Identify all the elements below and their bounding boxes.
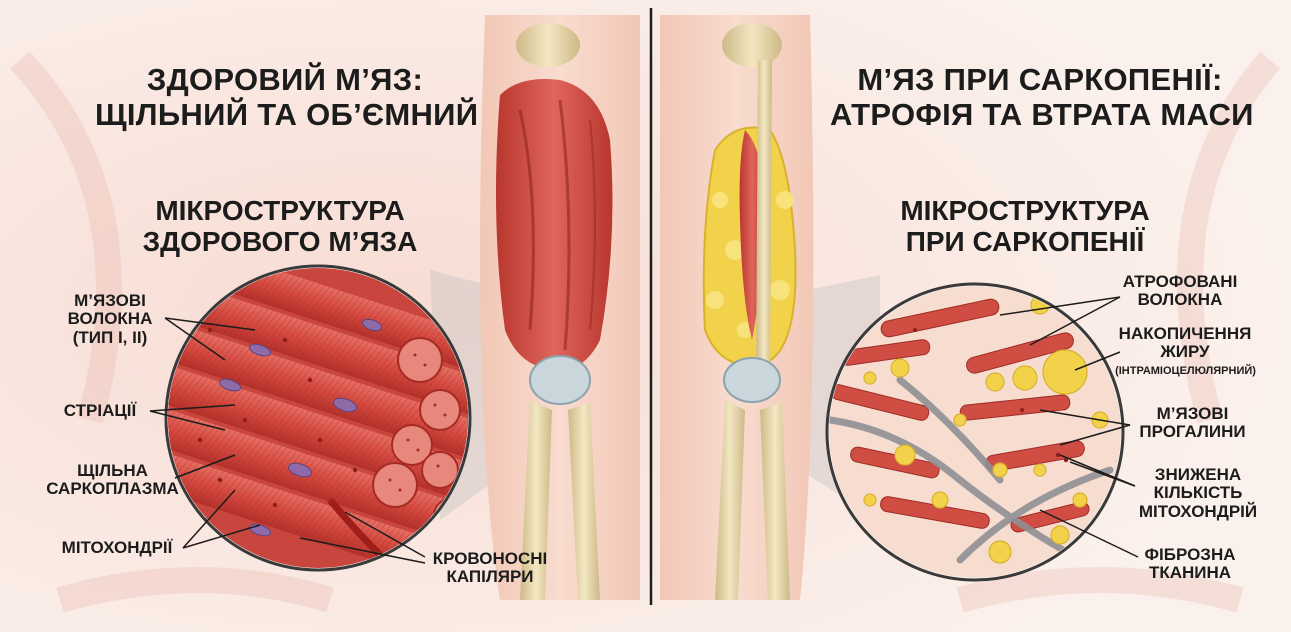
left-title-line1: ЗДОРОВИЙ М’ЯЗ: — [95, 62, 475, 97]
left-subtitle: МІКРОСТРУКТУРА ЗДОРОВОГО М’ЯЗА — [130, 195, 430, 258]
label-fibrous-tissue: ФІБРОЗНА ТКАНИНА — [1130, 546, 1250, 583]
right-subtitle: МІКРОСТРУКТУРА ПРИ САРКОПЕНІЇ — [875, 195, 1175, 258]
label-sarcoplasm-line1: ЩІЛЬНА — [45, 462, 180, 480]
right-title-line2: АТРОФІЯ ТА ВТРАТА МАСИ — [830, 97, 1250, 132]
left-subtitle-line1: МІКРОСТРУКТУРА — [130, 195, 430, 226]
label-muscle-gaps: М’ЯЗОВІ ПРОГАЛИНИ — [1130, 405, 1255, 442]
label-dense-sarcoplasm: ЩІЛЬНА САРКОПЛАЗМА — [45, 462, 180, 499]
label-atrophied-fibers: АТРОФОВАНІ ВОЛОКНА — [1110, 273, 1250, 310]
label-fat-intramyocellular: (ІНТРАМІОЦЕЛЮЛЯРНИЙ) — [1108, 366, 1263, 378]
label-fat-line2: ЖИРУ — [1110, 343, 1260, 361]
left-title-line2: ЩІЛЬНИЙ ТА ОБ’ЄМНИЙ — [95, 97, 475, 132]
label-mitochondria-text: МІТОХОНДРІЇ — [52, 539, 182, 557]
left-title: ЗДОРОВИЙ М’ЯЗ: ЩІЛЬНИЙ ТА ОБ’ЄМНИЙ — [95, 62, 475, 133]
sarcopenic-leg — [660, 15, 813, 600]
label-gaps-line1: М’ЯЗОВІ — [1130, 405, 1255, 423]
label-fibrous-line1: ФІБРОЗНА — [1130, 546, 1250, 564]
left-subtitle-line2: ЗДОРОВОГО М’ЯЗА — [130, 226, 430, 257]
label-muscle-fibers-line3: (ТИП І, ІІ) — [55, 329, 165, 347]
label-capillaries-line2: КАПІЛЯРИ — [425, 568, 555, 586]
label-muscle-fibers: М’ЯЗОВІ ВОЛОКНА (ТИП І, ІІ) — [55, 292, 165, 347]
label-muscle-fibers-line2: ВОЛОКНА — [55, 310, 165, 328]
right-title: М’ЯЗ ПРИ САРКОПЕНІЇ: АТРОФІЯ ТА ВТРАТА М… — [830, 62, 1250, 133]
label-capillaries: КРОВОНОСНІ КАПІЛЯРИ — [425, 550, 555, 587]
label-fat-line1: НАКОПИЧЕННЯ — [1110, 325, 1260, 343]
right-subtitle-line1: МІКРОСТРУКТУРА — [875, 195, 1175, 226]
label-fibrous-line2: ТКАНИНА — [1130, 564, 1250, 582]
label-gaps-line2: ПРОГАЛИНИ — [1130, 423, 1255, 441]
label-capillaries-line1: КРОВОНОСНІ — [425, 550, 555, 568]
label-striations-text: СТРІАЦІЇ — [45, 402, 155, 420]
label-sarcoplasm-line2: САРКОПЛАЗМА — [45, 480, 180, 498]
label-reduced-line3: МІТОХОНДРІЙ — [1128, 503, 1268, 521]
label-muscle-fibers-line1: М’ЯЗОВІ — [55, 292, 165, 310]
label-atrophied-line1: АТРОФОВАНІ — [1110, 273, 1250, 291]
right-title-line1: М’ЯЗ ПРИ САРКОПЕНІЇ: — [830, 62, 1250, 97]
right-subtitle-line2: ПРИ САРКОПЕНІЇ — [875, 226, 1175, 257]
healthy-leg — [480, 15, 640, 600]
label-fat-line3: (ІНТРАМІОЦЕЛЮЛЯРНИЙ) — [1108, 366, 1263, 378]
label-reduced-mitochondria: ЗНИЖЕНА КІЛЬКІСТЬ МІТОХОНДРІЙ — [1128, 466, 1268, 521]
label-reduced-line2: КІЛЬКІСТЬ — [1128, 484, 1268, 502]
label-reduced-line1: ЗНИЖЕНА — [1128, 466, 1268, 484]
label-striations: СТРІАЦІЇ — [45, 402, 155, 420]
label-fat-accumulation: НАКОПИЧЕННЯ ЖИРУ — [1110, 325, 1260, 362]
label-atrophied-line2: ВОЛОКНА — [1110, 291, 1250, 309]
label-mitochondria: МІТОХОНДРІЇ — [52, 539, 182, 557]
